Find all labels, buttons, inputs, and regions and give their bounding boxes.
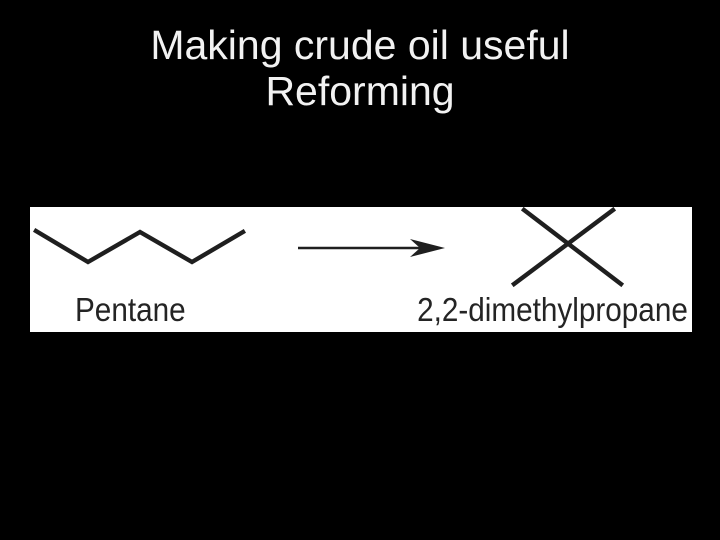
reaction-diagram [32, 207, 625, 288]
reaction-arrow-icon [298, 239, 445, 257]
reactant-label: Pentane [75, 291, 186, 328]
neopentane-skeletal-icon [510, 207, 625, 288]
product-label: 2,2-dimethylpropane [417, 291, 688, 328]
reaction-figure-panel: Pentane 2,2-dimethylpropane [30, 207, 692, 332]
pentane-skeletal-icon [32, 227, 247, 265]
title-line-1: Making crude oil useful [150, 22, 570, 68]
slide-title: Making crude oil useful Reforming [0, 22, 720, 114]
title-line-2: Reforming [265, 68, 455, 114]
